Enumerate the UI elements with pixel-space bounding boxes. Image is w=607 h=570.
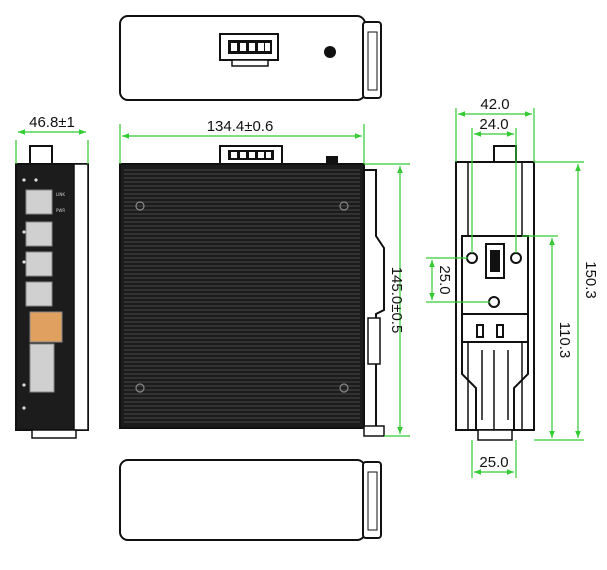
mount-screw-icon bbox=[339, 201, 349, 211]
port-label-link: LINK bbox=[56, 192, 65, 197]
rj45-port-icon bbox=[25, 221, 53, 247]
terminal-block-side bbox=[219, 145, 283, 165]
front-view: LINK PWR bbox=[15, 145, 89, 439]
rj45-port-icon bbox=[25, 251, 53, 277]
rear-terminal bbox=[493, 145, 517, 163]
sfp-port-icon bbox=[29, 343, 55, 393]
mount-hole-icon bbox=[488, 296, 500, 308]
label-rear-width: 42.0 bbox=[480, 96, 509, 113]
mount-screw-icon bbox=[135, 201, 145, 211]
led-icon bbox=[22, 383, 26, 387]
bottom-view bbox=[119, 459, 382, 541]
ethernet-ports bbox=[25, 189, 53, 307]
label-rear-clip-height: 110.3 bbox=[556, 322, 573, 358]
heatsink-body bbox=[119, 163, 365, 429]
mount-hole-icon bbox=[510, 252, 522, 264]
mount-hole-icon bbox=[466, 252, 478, 264]
rj45-port-icon bbox=[25, 281, 53, 307]
terminal-block-top bbox=[219, 33, 279, 67]
rear-view bbox=[455, 145, 535, 441]
rear-din-clip bbox=[461, 313, 529, 441]
led-icon bbox=[22, 260, 26, 264]
label-front-width: 46.8±1 bbox=[29, 114, 75, 131]
label-side-height: 145.0±0.5 bbox=[388, 267, 405, 334]
label-side-width: 134.4±0.6 bbox=[207, 118, 274, 135]
label-rear-inner-width: 24.0 bbox=[479, 116, 508, 133]
bottom-view-body bbox=[119, 459, 366, 541]
label-rear-bottom-width: 25.0 bbox=[479, 454, 508, 471]
label-rear-hole-spacing: 25.0 bbox=[436, 265, 453, 294]
mount-screw-icon bbox=[135, 383, 145, 393]
ground-screw-icon bbox=[324, 46, 336, 58]
led-icon bbox=[22, 230, 26, 234]
port-label-pwr: PWR bbox=[56, 208, 65, 213]
sfp-label-icon bbox=[29, 311, 63, 343]
led-icon bbox=[22, 178, 26, 182]
din-rail-clip bbox=[363, 169, 385, 437]
heatsink-fins bbox=[124, 169, 360, 423]
mount-screw-icon bbox=[339, 383, 349, 393]
dimension-lines bbox=[15, 108, 584, 478]
front-terminal bbox=[29, 145, 53, 165]
led-icon bbox=[22, 406, 26, 410]
label-rear-total-height: 150.3 bbox=[582, 261, 599, 299]
side-view bbox=[119, 145, 385, 437]
rj45-port-icon bbox=[25, 189, 53, 215]
top-view bbox=[119, 15, 382, 101]
led-icon bbox=[34, 178, 38, 182]
